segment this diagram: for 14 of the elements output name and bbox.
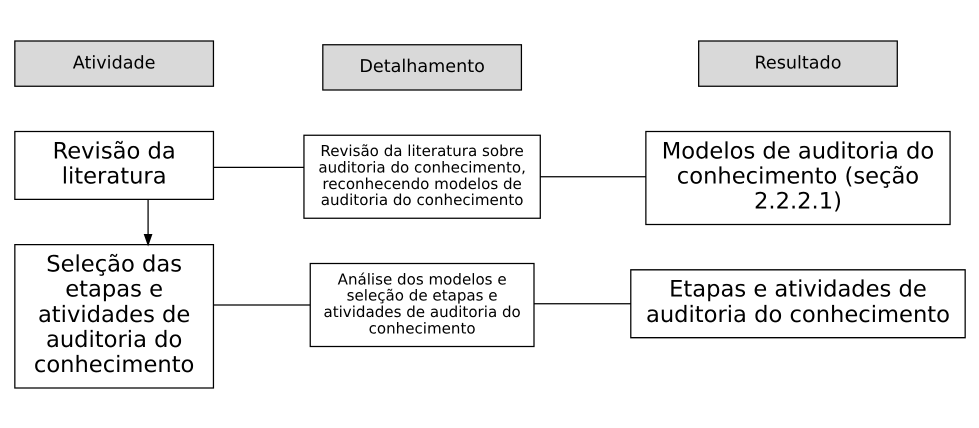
node-box: Atividade (14, 40, 214, 86)
node-box: Revisão da literatura (14, 130, 214, 200)
connector (213, 304, 310, 306)
arrow (143, 199, 152, 246)
node-box: Revisão da literatura sobre auditoria do conhecimento, reconhecendo modelos de auditoria do conhecimento (302, 134, 540, 218)
node-box: Análise dos modelos e seleção de etapas e atividades de auditoria do conhecimento (309, 262, 534, 347)
connector (540, 176, 646, 177)
node-box: Modelos de auditoria do conhecimento (seção 2.2.2.1) (644, 130, 950, 225)
node-box: Resultado (698, 40, 898, 86)
node-box: Detalhamento (322, 44, 522, 90)
connector (534, 302, 630, 304)
connector (213, 166, 304, 168)
node-box: Seleção das etapas e atividades de auditoria do conhecimento (14, 244, 214, 388)
node-box: Etapas e atividades de auditoria do conhecimento (630, 268, 966, 338)
